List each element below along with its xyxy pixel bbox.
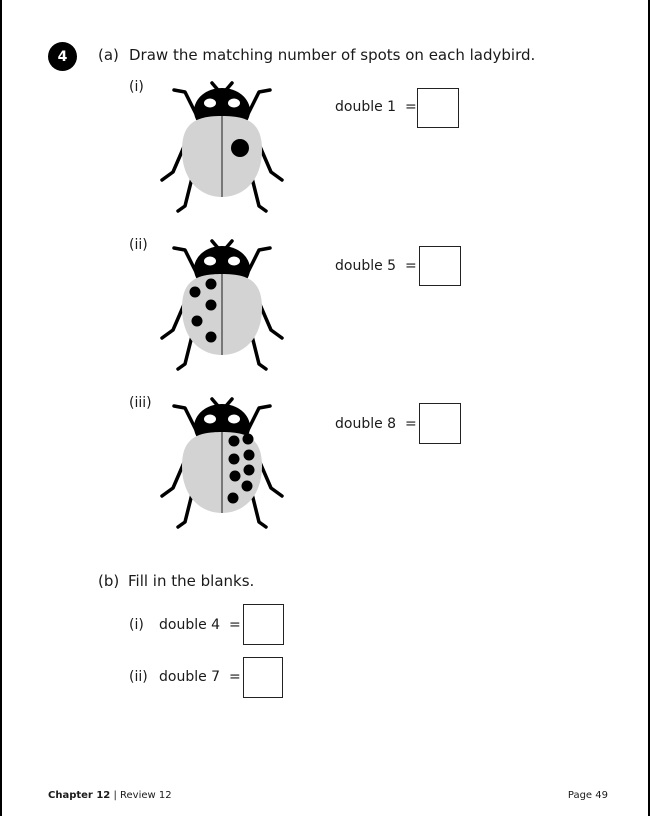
ladybird-spot — [229, 470, 241, 482]
expression-a-ii: double 5 = — [335, 258, 417, 274]
ladybird-spot — [205, 278, 217, 290]
equals-sign: = — [228, 617, 241, 633]
ladybird-2 — [160, 239, 284, 371]
answer-box-a-ii[interactable] — [419, 246, 461, 286]
ladybird-spot — [241, 480, 253, 492]
footer-chapter: Chapter 12 | Review 12 — [48, 790, 172, 801]
expression-text: double 4 — [159, 617, 221, 633]
item-a-iii-label: (iii) — [129, 395, 152, 411]
ladybird-spot — [231, 139, 249, 157]
expression-a-iii: double 8 = — [335, 416, 417, 432]
item-b-ii-label: (ii) — [129, 669, 148, 685]
answer-box-b-i[interactable] — [243, 604, 284, 645]
ladybird-spot — [189, 286, 201, 298]
ladybird-spot — [227, 492, 239, 504]
ladybird-spot — [205, 331, 217, 343]
ladybird-spot — [228, 453, 240, 465]
ladybird-spot — [243, 464, 255, 476]
expression-text: double 1 — [335, 99, 397, 115]
answer-box-b-ii[interactable] — [243, 657, 283, 698]
ladybird-spot — [191, 315, 203, 327]
item-a-ii-label: (ii) — [129, 237, 148, 253]
ladybird-1 — [160, 81, 284, 213]
expression-text: double 8 — [335, 416, 397, 432]
equals-sign: = — [404, 416, 417, 432]
separator: | — [113, 790, 117, 801]
ladybird-spot — [228, 435, 240, 447]
part-a-label: (a) — [98, 46, 119, 64]
expression-text: double 7 — [159, 669, 221, 685]
ladybird-spots — [227, 433, 255, 504]
part-a-instruction: Draw the matching number of spots on eac… — [129, 46, 536, 64]
ladybird-spots — [231, 139, 249, 157]
question-number-badge: 4 — [48, 42, 77, 71]
expression-b-i: double 4 = — [159, 617, 241, 633]
answer-box-a-iii[interactable] — [419, 403, 461, 444]
equals-sign: = — [228, 669, 241, 685]
equals-sign: = — [404, 258, 417, 274]
item-b-i-label: (i) — [129, 617, 144, 633]
expression-a-i: double 1 = — [335, 99, 417, 115]
chapter-label: Chapter 12 — [48, 790, 111, 801]
equals-sign: = — [404, 99, 417, 115]
ladybird-3 — [160, 397, 284, 529]
part-b-label: (b) — [98, 572, 120, 590]
ladybird-spots — [189, 278, 217, 343]
page-number: Page 49 — [567, 790, 608, 801]
part-b-instruction: Fill in the blanks. — [128, 572, 255, 590]
item-a-i-label: (i) — [129, 79, 144, 95]
ladybird-spot — [242, 433, 254, 445]
expression-text: double 5 — [335, 258, 397, 274]
expression-b-ii: double 7 = — [159, 669, 241, 685]
ladybird-spot — [243, 449, 255, 461]
answer-box-a-i[interactable] — [417, 88, 459, 128]
ladybird-spot — [205, 299, 217, 311]
section-label: Review 12 — [120, 790, 172, 801]
